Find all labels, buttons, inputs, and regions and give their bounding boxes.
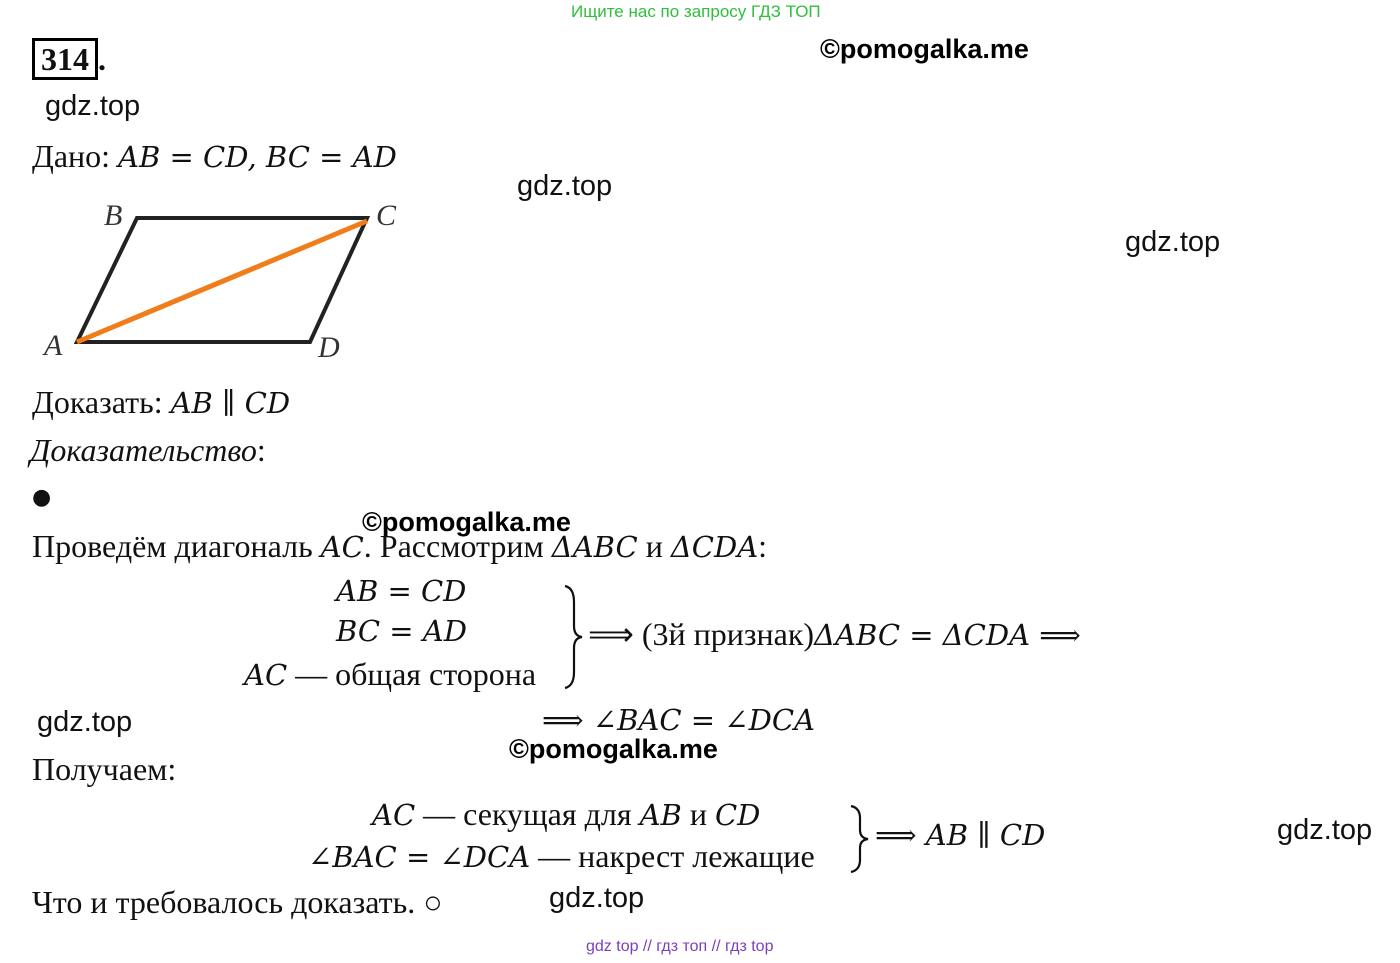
task-number-dot: . [98, 41, 106, 77]
step2-implication: ⟹ ∠BAC = ∠DCA [542, 703, 815, 737]
watermark-gdz-6: gdz.top [549, 882, 645, 914]
system2-line2-text: — накрест лежащие [530, 838, 815, 874]
system1-line2: BC = AD [336, 614, 467, 648]
step1-line: Проведём диагональ AC. Рассмотрим ΔABC и… [32, 528, 767, 565]
watermark-gdz-3: gdz.top [1125, 226, 1221, 258]
proof-title-colon: : [256, 432, 266, 468]
bullet: ● [32, 485, 52, 510]
given-label: Дано: [32, 138, 119, 174]
footer-links: gdz top // гдз топ // гдз top [586, 938, 773, 956]
given-expression: AB = CD, BC = AD [118, 140, 397, 174]
system2-result: ⟹ AB ∥ CD [875, 818, 1046, 852]
step1-and: и [637, 528, 671, 564]
proof-title-text: Доказательство [30, 432, 257, 468]
system2-line2: ∠BAC = ∠DCA — накрест лежащие [308, 838, 815, 875]
footer-link-gdz-top-mixed[interactable]: гдз top [725, 938, 774, 955]
watermark-gdz-5: gdz.top [1277, 814, 1373, 846]
watermark-pomogalka-2: ©pomogalka.me [362, 507, 571, 537]
vertex-label-d: D [317, 331, 340, 364]
watermark-pomogalka-3: ©pomogalka.me [509, 734, 718, 764]
system2-line1-ab: AB [639, 798, 682, 832]
step1-text-b: . Рассмотрим [363, 528, 552, 564]
search-hint-link[interactable]: Ищите нас по запросу ГДЗ ТОП [571, 2, 821, 21]
prove-expression: AB ∥ CD [170, 386, 291, 420]
gets-label: Получаем: [32, 751, 177, 787]
watermark-pomogalka-1: ©pomogalka.me [820, 34, 1029, 64]
footer-sep-1: // [638, 938, 657, 955]
step1-text-a: Проведём диагональ [32, 528, 321, 564]
system1-conclusion: ⟹ (3й признак)ΔABC = ΔCDA ⟹ [588, 615, 1081, 653]
task-number-box: 314 [32, 38, 98, 80]
watermark-gdz-1: gdz.top [45, 90, 141, 122]
parallelogram-outline [73, 216, 371, 344]
system2-line1-ac: AC [372, 798, 416, 832]
prove-line: Доказать: AB ∥ CD [32, 384, 290, 421]
footer-sep-2: // [707, 938, 725, 955]
vertex-label-b: B [104, 199, 122, 232]
footer-link-gdz-top-ru[interactable]: гдз топ [656, 938, 708, 955]
system1-line3: AC — общая сторона [244, 656, 536, 693]
system2-line1: AC — секущая для AB и CD [372, 796, 760, 833]
step1-triangle-cda: ΔCDA [670, 530, 759, 564]
step1-ac: AC [320, 530, 364, 564]
proof-title: Доказательство: [30, 432, 266, 469]
system1-line1: AB = CD [336, 574, 467, 608]
system1-line3-math: AC [244, 658, 288, 692]
step1-triangle-abc: ΔABC [551, 530, 638, 564]
system1-implies: ⟹ (3й признак) [588, 616, 815, 652]
system2-line2-angles: ∠BAC = ∠DCA [308, 840, 531, 874]
system2-line1-text: — секущая для [415, 796, 640, 832]
given-line: Дано: AB = CD, BC = AD [32, 138, 397, 175]
system1-brace [564, 584, 583, 690]
diagonal-ac [76, 218, 368, 345]
conclusion-line: Что и требовалось доказать. ○ [32, 884, 443, 920]
vertex-label-c: C [376, 199, 397, 232]
system1-line3-text: — общая сторона [287, 656, 537, 692]
footer-link-gdz-top[interactable]: gdz top [586, 938, 639, 955]
parallelogram-figure: A B C D [42, 199, 397, 364]
step1-colon: : [758, 528, 768, 564]
system2-line1-cd: CD [714, 798, 761, 832]
task-number-value: 314 [41, 41, 89, 77]
watermark-gdz-2: gdz.top [517, 170, 613, 202]
system2-brace [850, 804, 869, 874]
system1-result: ΔABC = ΔCDA ⟹ [814, 618, 1081, 652]
watermark-gdz-4: gdz.top [37, 706, 133, 738]
vertex-label-a: A [42, 329, 63, 362]
system2-line1-and: и [681, 796, 715, 832]
task-number: 314. [32, 38, 106, 80]
prove-label: Доказать: [32, 384, 171, 420]
